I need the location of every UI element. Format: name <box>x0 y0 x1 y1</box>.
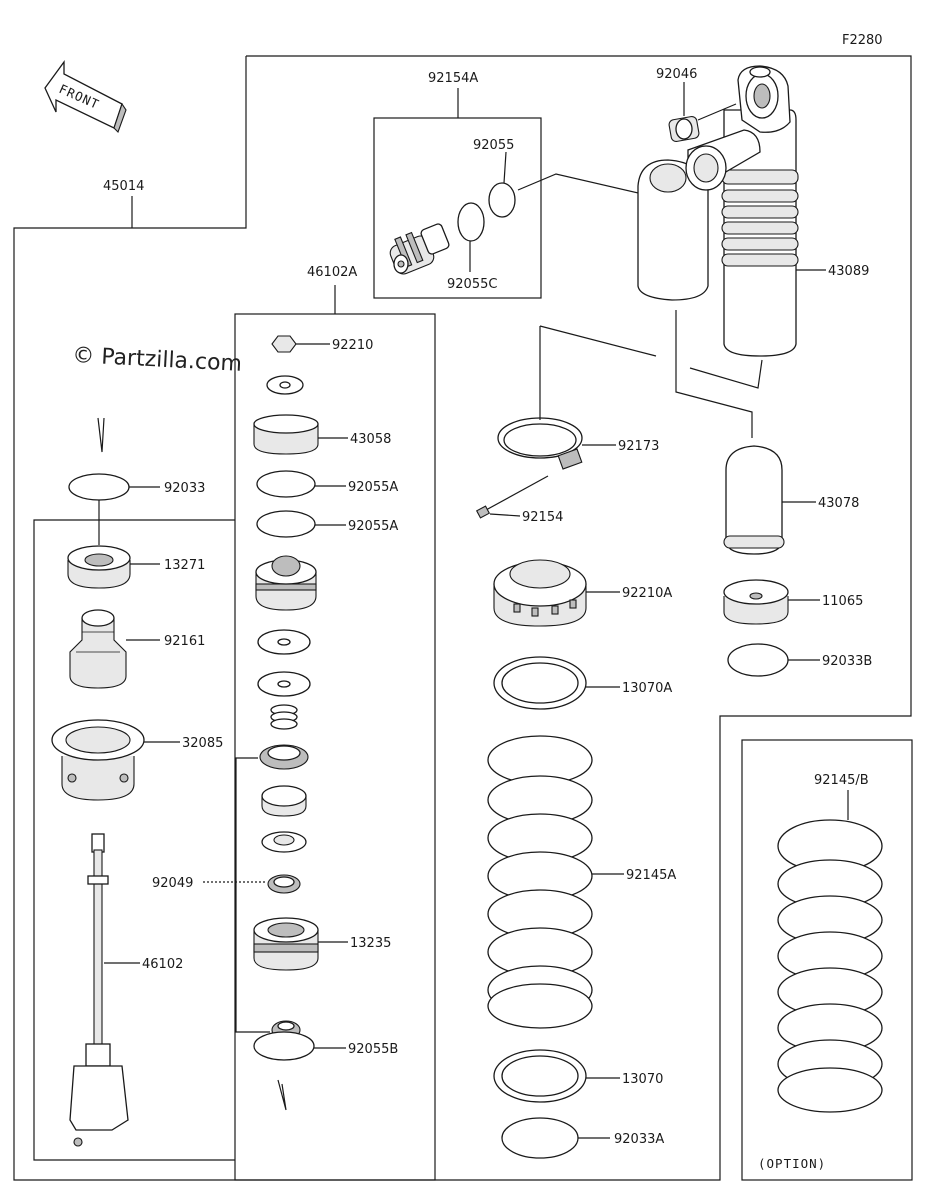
label-92145A: 92145A <box>626 868 676 883</box>
valve-cartridge-part <box>389 223 450 275</box>
circlip-92033 <box>68 473 130 501</box>
cap-32085-part <box>51 719 145 801</box>
o-ring-92055A-2 <box>256 510 316 538</box>
shock-body-43089-part <box>685 65 799 357</box>
label-11065: 11065 <box>822 594 863 609</box>
label-92145B: 92145/B <box>814 773 869 788</box>
circlip-92033B <box>727 643 789 677</box>
label-92033B: 92033B <box>822 654 872 669</box>
label-92033: 92033 <box>164 481 205 496</box>
label-92055A-2: 92055A <box>348 519 398 534</box>
label-92161: 92161 <box>164 634 205 649</box>
bolt-92154-part <box>475 475 549 519</box>
piston-rod-46102-part <box>69 833 129 1147</box>
seal-92049-part <box>267 874 301 894</box>
figure-code: F2280 <box>842 33 883 48</box>
bladder-43078-part <box>723 445 785 555</box>
seal-head-part <box>255 555 317 611</box>
washer-part <box>261 831 307 853</box>
coil-spring-92145A-part <box>487 735 593 1029</box>
o-ring-92055C <box>457 202 485 242</box>
label-46102: 46102 <box>142 957 183 972</box>
small-spring-part <box>270 704 298 730</box>
o-ring-92055 <box>488 182 516 218</box>
adjuster-nut-92210A-part <box>493 559 587 627</box>
label-92210: 92210 <box>332 338 373 353</box>
label-13070A: 13070A <box>622 681 672 696</box>
bump-stop-92161-part <box>69 609 127 689</box>
o-ring-92055B <box>253 1031 315 1061</box>
option-box <box>741 739 913 1181</box>
label-32085: 32085 <box>182 736 223 751</box>
o-ring-92055A-1 <box>256 470 316 498</box>
bushing-43058-part <box>253 414 319 455</box>
label-92055B: 92055B <box>348 1042 398 1057</box>
front-arrow-icon: FRONT <box>44 60 127 133</box>
label-13271: 13271 <box>164 558 205 573</box>
label-92154: 92154 <box>522 510 563 525</box>
label-92055: 92055 <box>473 138 514 153</box>
clamp-band-92173-part <box>497 417 583 470</box>
label-46102A: 46102A <box>307 265 357 280</box>
label-92210A: 92210A <box>622 586 672 601</box>
retainer-13271-part <box>67 545 131 589</box>
coil-spring-92145B-part <box>777 819 883 1113</box>
label-13235: 13235 <box>350 936 391 951</box>
label-92154A: 92154A <box>428 71 478 86</box>
nut-92210-part <box>271 335 297 353</box>
label-92033A: 92033A <box>614 1132 664 1147</box>
watermark: © Partzilla.com <box>72 343 243 377</box>
piston-13235-part <box>253 917 319 971</box>
spring-seat-13070-part <box>493 1049 587 1103</box>
reservoir-cylinder-part <box>637 159 709 301</box>
label-43058: 43058 <box>350 432 391 447</box>
reservoir-cap-11065-part <box>723 579 789 625</box>
needle-bearing-92046-part <box>668 115 700 143</box>
label-92173: 92173 <box>618 439 659 454</box>
label-45014: 45014 <box>103 179 144 194</box>
spring-seat-13070A-part <box>493 656 587 710</box>
assembly-outline-45014 <box>13 55 912 1181</box>
label-92055C: 92055C <box>447 277 497 292</box>
label-92055A-1: 92055A <box>348 480 398 495</box>
label-92046: 92046 <box>656 67 697 82</box>
label-13070: 13070 <box>622 1072 663 1087</box>
spacer-part <box>261 785 307 817</box>
piston-ring-part <box>259 744 309 770</box>
label-43078: 43078 <box>818 496 859 511</box>
label-43089: 43089 <box>828 264 869 279</box>
option-label: (OPTION) <box>758 1156 826 1171</box>
circlip-92033A <box>501 1117 579 1159</box>
label-92049: 92049 <box>152 876 193 891</box>
